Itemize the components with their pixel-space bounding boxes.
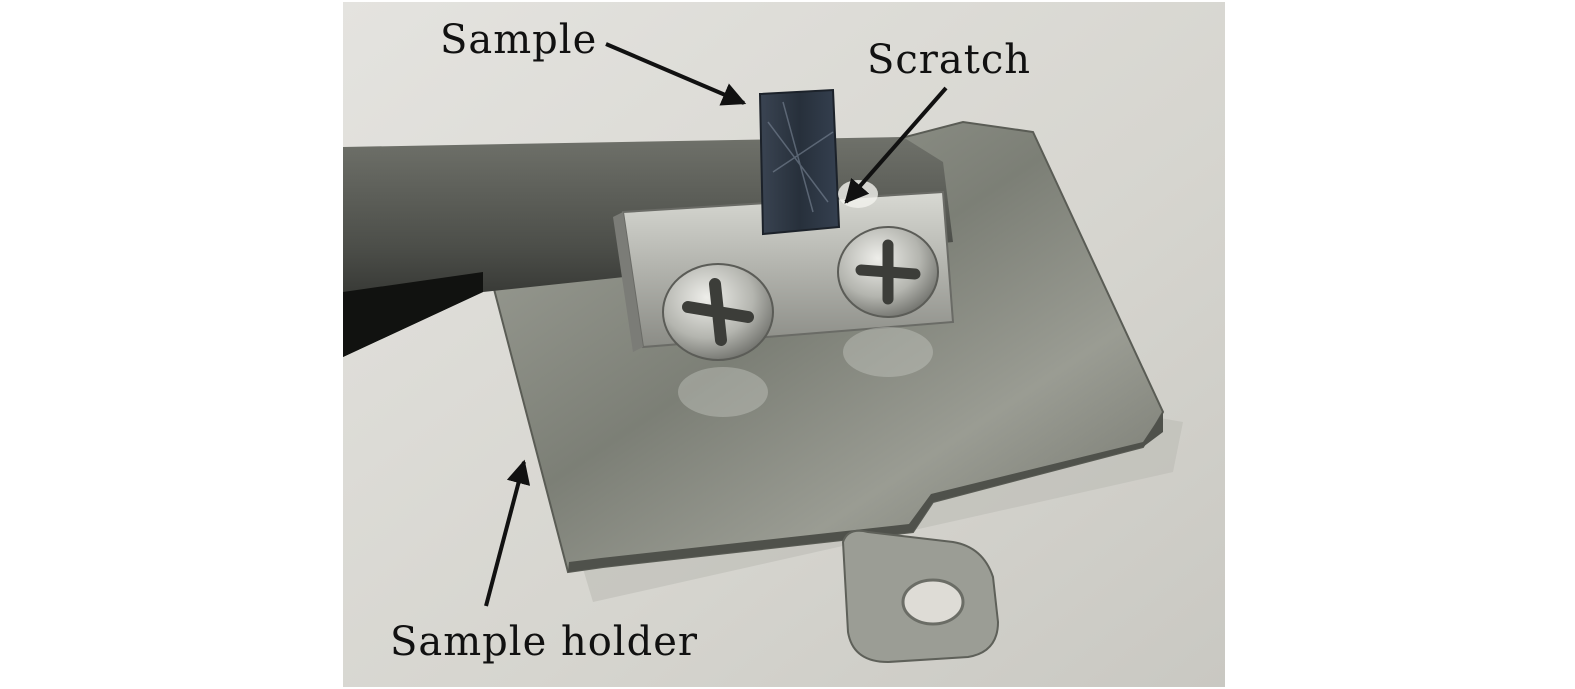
scratch-label: Scratch (867, 37, 1032, 83)
sample-holder-arrow (484, 459, 531, 607)
photo-illustration (343, 2, 1225, 687)
sample-holder-photo (343, 2, 1225, 687)
scratch-arrow (844, 86, 948, 204)
sample-arrow (605, 42, 747, 106)
sample-holder-label: Sample holder (390, 619, 698, 665)
sample-label: Sample (440, 17, 598, 63)
